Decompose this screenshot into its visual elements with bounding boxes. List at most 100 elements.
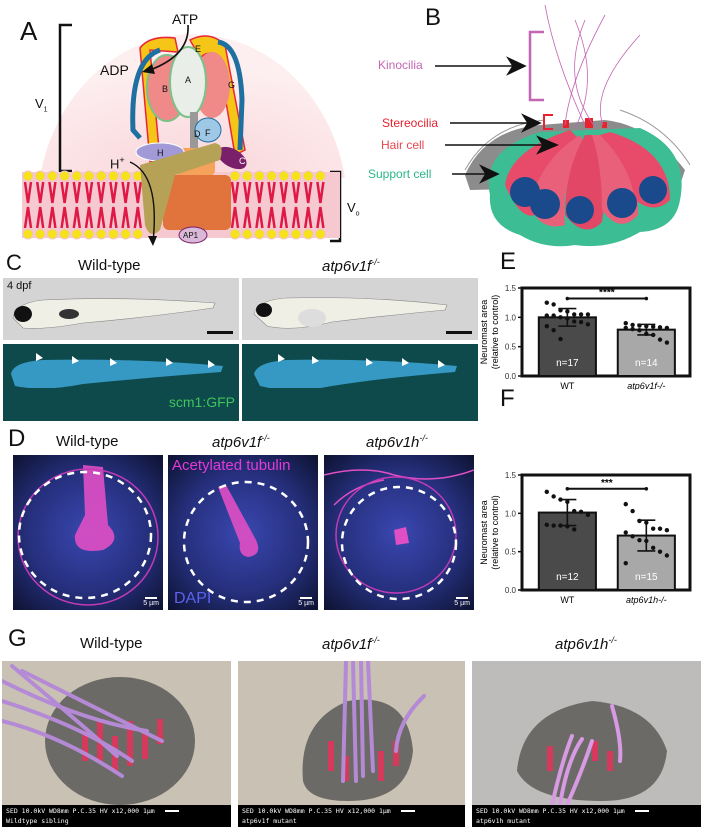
lipid-bilayer-right xyxy=(229,170,326,240)
reporter-label: scm1:GFP xyxy=(168,394,235,410)
panel-g-letter: G xyxy=(8,625,27,652)
significance-label: **** xyxy=(599,288,615,299)
label-kinocilia: Kinocilia xyxy=(378,58,423,72)
label-h: H xyxy=(157,148,164,158)
hair-cell-nuclei xyxy=(510,176,667,224)
subunit-g-blue-right xyxy=(217,39,245,151)
data-point xyxy=(558,315,563,320)
panel-c-title-mut: atp6v1f-/- xyxy=(322,257,380,275)
data-point xyxy=(551,494,556,499)
panel-g: G Wild-type atp6v1f-/- atp6v1h-/- SED 10… xyxy=(0,617,703,827)
scale-bar xyxy=(207,331,233,334)
panel-f-letter: F xyxy=(500,385,515,412)
sem-v1h-icon xyxy=(517,701,667,805)
stereocilia-tufts xyxy=(563,118,607,128)
larva-mut-icon xyxy=(253,297,448,329)
x-tick-label: atp6v1h-/- xyxy=(626,595,667,605)
neuromast-v1f-icon xyxy=(182,480,310,604)
sem-caption: Wildtype sibling xyxy=(6,817,69,825)
data-point xyxy=(585,322,591,327)
data-point xyxy=(657,325,663,330)
data-point xyxy=(657,526,663,531)
data-point xyxy=(572,527,577,532)
data-point xyxy=(623,560,628,566)
atp-label: ATP xyxy=(172,11,199,27)
data-point xyxy=(572,312,577,317)
data-point xyxy=(664,553,670,558)
y-tick-label: 1.0 xyxy=(505,313,517,322)
data-point xyxy=(664,340,670,345)
confocal-v1h: 5 µm xyxy=(324,455,474,610)
label-support-cell: Support cell xyxy=(368,167,432,181)
neuromast-wt-icon xyxy=(17,465,159,606)
confocal-v1f: Acetylated tubulin DAPI 5 µm xyxy=(168,455,318,610)
panel-c-letter: C xyxy=(6,250,22,275)
dapi-label: DAPI xyxy=(174,590,212,607)
panel-b-letter: B xyxy=(425,4,442,31)
significance-end xyxy=(644,487,649,491)
data-point xyxy=(630,508,635,514)
stage-label: 4 dpf xyxy=(7,280,32,292)
subunit-c-ring xyxy=(163,175,231,230)
label-g: G xyxy=(228,80,235,90)
n-label: n=15 xyxy=(635,572,658,583)
lipid-bilayer-left xyxy=(22,170,144,240)
v1-label: V1 xyxy=(35,96,48,114)
data-point xyxy=(544,489,549,495)
data-point xyxy=(650,545,656,551)
data-point xyxy=(551,523,556,528)
data-point xyxy=(558,336,563,342)
pointer-arrows xyxy=(435,56,559,184)
data-point xyxy=(572,319,577,324)
chart-e: Neuromast area(relative to control)0.00.… xyxy=(480,284,692,390)
subunit-a-transmembrane xyxy=(140,143,222,234)
data-point xyxy=(630,322,635,328)
label-b: B xyxy=(162,84,168,94)
data-point xyxy=(657,337,663,342)
data-point xyxy=(578,312,584,317)
data-point xyxy=(623,501,628,507)
label-a: A xyxy=(185,75,191,85)
subunit-d xyxy=(190,112,198,148)
label-hair-cell: Hair cell xyxy=(381,138,425,152)
tubulin-label: Acetylated tubulin xyxy=(172,457,291,474)
larva-gfp-wt-icon xyxy=(11,353,223,389)
x-tick-label: atp6v1f-/- xyxy=(627,381,665,390)
data-point xyxy=(551,328,556,333)
panel-e-letter: E xyxy=(500,248,517,275)
panel-g-title-v1h: atp6v1h-/- xyxy=(555,635,617,653)
data-point xyxy=(637,328,642,333)
scale-label: 5 µm xyxy=(454,597,470,607)
neuromast-v1h-icon xyxy=(324,469,474,601)
panel-g-title-wt: Wild-type xyxy=(80,635,143,652)
plot-frame xyxy=(520,286,692,378)
panel-d-title-v1h: atp6v1h-/- xyxy=(366,433,428,451)
scale-label: 5 µm xyxy=(143,597,159,607)
data-point xyxy=(623,325,628,331)
data-point xyxy=(551,313,556,318)
panel-d-letter: D xyxy=(8,425,26,452)
label-c: C xyxy=(239,156,246,166)
n-label: n=17 xyxy=(556,358,579,369)
brightfield-mut xyxy=(242,278,478,340)
subunit-ap1 xyxy=(178,226,208,244)
data-point xyxy=(572,508,577,514)
data-point xyxy=(585,312,591,317)
data-point xyxy=(544,323,549,329)
fluorescence-wt: scm1:GFP xyxy=(3,344,239,390)
chart-f: Neuromast area(relative to control)0.00.… xyxy=(480,471,692,605)
data-point xyxy=(578,319,584,325)
data-point xyxy=(544,522,549,528)
adp-label: ADP xyxy=(100,62,129,78)
label-f: F xyxy=(205,128,211,138)
data-point xyxy=(585,512,591,518)
panel-d-title-wt: Wild-type xyxy=(56,433,119,450)
panel-a: A xyxy=(0,0,370,255)
data-point xyxy=(650,324,656,329)
y-tick-label: 0.5 xyxy=(505,548,517,557)
